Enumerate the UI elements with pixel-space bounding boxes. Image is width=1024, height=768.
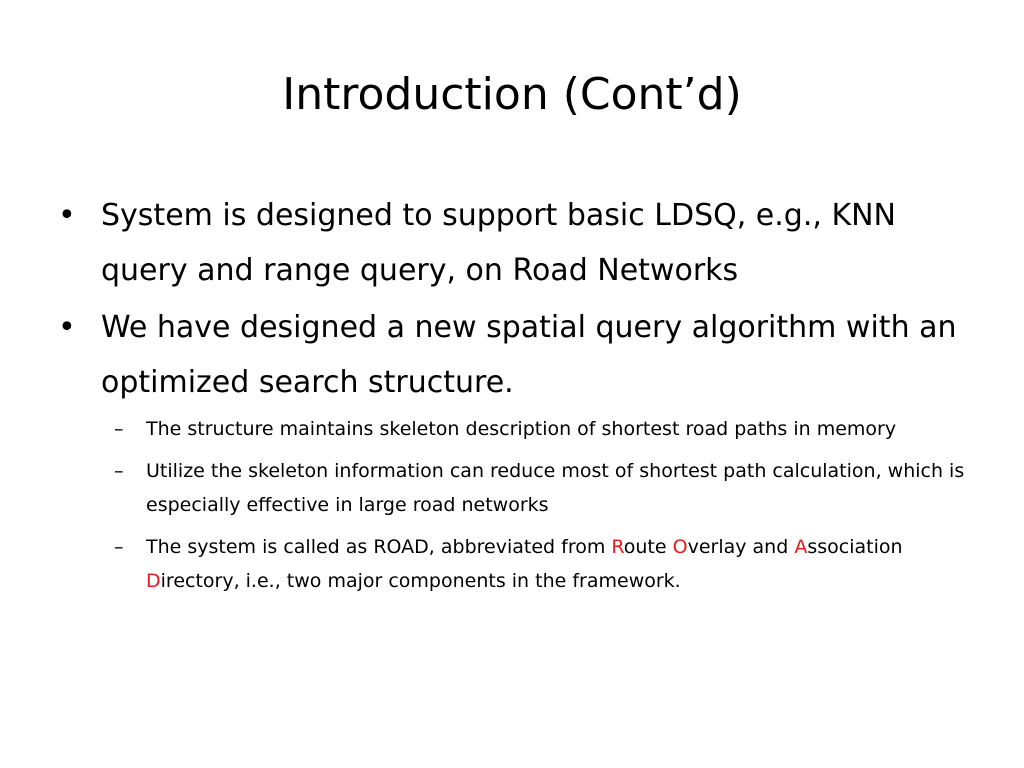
dash-marker: – bbox=[114, 418, 124, 440]
text-segment: irectory, i.e., two major components in … bbox=[160, 570, 681, 592]
dash-marker: – bbox=[114, 460, 124, 482]
sub-bullet-item: – The structure maintains skeleton descr… bbox=[56, 412, 986, 446]
text-segment: The system is called as ROAD, abbreviate… bbox=[146, 536, 612, 558]
bullet-item: • System is designed to support basic LD… bbox=[56, 188, 986, 298]
slide-title: Introduction (Cont’d) bbox=[282, 69, 742, 120]
text-segment: verlay and bbox=[687, 536, 795, 558]
bullet-text: We have designed a new spatial query alg… bbox=[101, 310, 957, 400]
bullet-marker: • bbox=[58, 198, 76, 233]
text-segment: oute bbox=[623, 536, 673, 558]
sub-bullet-text: The structure maintains skeleton descrip… bbox=[146, 418, 897, 440]
highlight-letter-o: O bbox=[672, 536, 688, 558]
slide-body: • System is designed to support basic LD… bbox=[56, 188, 986, 606]
highlight-letter-d: D bbox=[146, 570, 161, 592]
sub-bullet-list: – The structure maintains skeleton descr… bbox=[56, 412, 986, 598]
text-segment: ssociation bbox=[807, 536, 903, 558]
bullet-item: • We have designed a new spatial query a… bbox=[56, 300, 986, 410]
highlight-letter-a: A bbox=[794, 536, 808, 558]
sub-bullet-item: – The system is called as ROAD, abbrevia… bbox=[56, 530, 986, 598]
sub-bullet-item: – Utilize the skeleton information can r… bbox=[56, 454, 986, 522]
bullet-text: System is designed to support basic LDSQ… bbox=[101, 198, 896, 288]
highlight-letter-r: R bbox=[611, 536, 624, 558]
sub-bullet-text: Utilize the skeleton information can red… bbox=[146, 460, 965, 516]
dash-marker: – bbox=[114, 536, 124, 558]
sub-bullet-text: The system is called as ROAD, abbreviate… bbox=[146, 536, 903, 592]
bullet-marker: • bbox=[58, 310, 76, 345]
